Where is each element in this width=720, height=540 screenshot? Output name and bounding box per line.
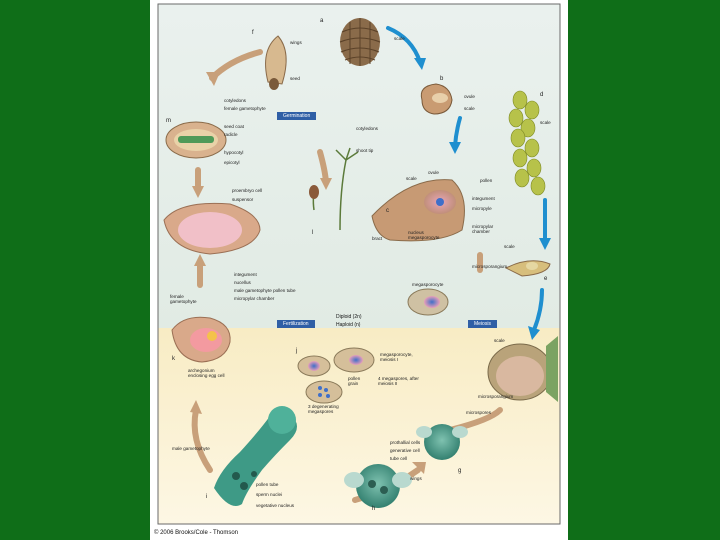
label-radicle: radicle — [224, 132, 238, 137]
label-micropylar-chamber-k: micropylar chamber — [234, 296, 275, 301]
ovule-on-scale — [371, 179, 465, 242]
stage-letter-i: i — [206, 494, 208, 500]
label-bract: bract — [372, 236, 383, 241]
label-wings-h: wings — [410, 476, 422, 481]
meiosis-banner: Meiosis — [468, 320, 497, 328]
label-pollen-tube: pollen tube — [256, 482, 279, 487]
label-scale-c: scale — [406, 176, 417, 181]
label-microsporangium-f: microsporangium — [478, 394, 514, 399]
label-hypocotyl: hypocotyl — [224, 150, 244, 155]
label-female-gametophyte-k: female gametophyte — [170, 294, 197, 305]
label-integument: integument — [472, 196, 495, 201]
haploid-label: Haploid (n) — [336, 322, 361, 328]
pine-life-cycle-figure: Germination Fertilization Meiosis Diploi… — [150, 0, 568, 540]
label-integument-k: integument — [234, 272, 257, 277]
stage-letter-a: a — [320, 18, 324, 24]
fertilization-banner: Fertilization — [277, 320, 315, 328]
stage-letter-g: g — [458, 468, 462, 474]
fertilization-ovule — [171, 316, 231, 363]
label-pollen: pollen — [480, 178, 493, 183]
label-male-gametophyte: male gametophyte — [172, 446, 210, 451]
germination-banner: Germination — [277, 112, 317, 120]
label-scale-e: scale — [504, 244, 515, 249]
label-generative-cell: generative cell — [390, 448, 420, 453]
pollen-grain-h — [344, 464, 412, 508]
stage-letter-m: m — [166, 118, 171, 124]
ovulate-scale — [420, 83, 453, 115]
label-wings: wings — [290, 40, 302, 45]
label-three-degenerating-megaspores: 3 degenerating megaspores — [308, 404, 339, 415]
label-microsporangium-e: microsporangium — [472, 264, 508, 269]
label-seed: seed — [290, 76, 300, 81]
megasporocyte-ovule — [407, 288, 449, 316]
label-nucellus: nucellus — [234, 280, 251, 285]
label-ovule-b: ovule — [464, 94, 475, 99]
label-microspores: microspores — [466, 410, 492, 415]
stage-letter-h: h — [372, 506, 376, 512]
blue-arrowheads — [414, 58, 551, 340]
copyright: © 2006 Brooks/Cole - Thomson — [154, 530, 239, 536]
label-prothallial-cells: prothallial cells — [390, 440, 421, 445]
stage-letter-e: e — [544, 276, 548, 282]
label-vegetative-nucleus: vegetative nucleus — [256, 503, 295, 508]
label-nucleus-megasporocyte: nucleus megasporocyte — [408, 230, 440, 241]
label-pollen-grain: pollen grain — [348, 376, 361, 387]
label-cotyledons-m: cotyledons — [224, 98, 246, 103]
label-suspensor: suspensor — [232, 197, 254, 202]
seed-section — [165, 121, 227, 159]
pollen-grain-g — [416, 424, 468, 460]
germinating-seed — [309, 185, 319, 199]
winged-seed — [265, 35, 287, 90]
label-cotyledons-germination: cotyledons — [356, 126, 378, 131]
label-megasporocyte: megasporocyte — [412, 282, 444, 287]
stage-letter-l: l — [312, 230, 314, 236]
label-proembryo-cell: proembryo cell — [232, 188, 263, 193]
label-tube-cell: tube cell — [390, 456, 408, 461]
label-archegonium: archegonium enclosing egg cell — [188, 368, 225, 379]
stage-letter-d: d — [540, 92, 544, 98]
stage-letter-k: k — [172, 356, 175, 362]
male-gametophyte-tube — [214, 406, 297, 506]
label-female-gametophyte-m: female gametophyte — [224, 106, 266, 111]
label-shoot-tip: shoot tip — [356, 148, 374, 153]
label-ovule-c: ovule — [428, 170, 439, 175]
stage-letter-j: j — [296, 348, 298, 354]
label-seed-coat: seed coat — [224, 124, 244, 129]
label-megasporocyte-meiosis-i: megasporocyte, meiosis I — [380, 352, 413, 363]
stage-letter-f: f — [252, 30, 254, 36]
pine-cone — [339, 18, 381, 66]
meiosis-ovules — [297, 347, 375, 404]
cycle-arrowheads — [190, 72, 426, 474]
life-cycle-illustration — [157, 3, 561, 525]
label-four-megaspores: 4 megaspores, after meiosis II — [378, 376, 419, 387]
label-male-gametophyte-pollen-tube: male gametophyte pollen tube — [234, 288, 296, 293]
label-scale-top: scale — [394, 36, 405, 41]
figure-frame — [157, 3, 561, 525]
diploid-label: Diploid (2n) — [336, 314, 362, 320]
stage-letter-b: b — [440, 76, 444, 82]
proembryo-ovule — [163, 202, 261, 255]
label-scale-f: scale — [494, 338, 505, 343]
label-micropylar-chamber: micropylar chamber — [472, 224, 494, 235]
label-scale-b: scale — [464, 106, 475, 111]
label-epicotyl: epicotyl — [224, 160, 240, 165]
label-scale-d: scale — [540, 120, 551, 125]
label-sperm-nuclei: sperm nuclei — [256, 492, 283, 497]
label-micropyle: micropyle — [472, 206, 492, 211]
microsporangium-scale — [504, 260, 551, 277]
stage-letter-c: c — [386, 208, 389, 214]
pollen-cone-cluster — [508, 90, 546, 196]
microsporangium-section — [487, 336, 558, 402]
